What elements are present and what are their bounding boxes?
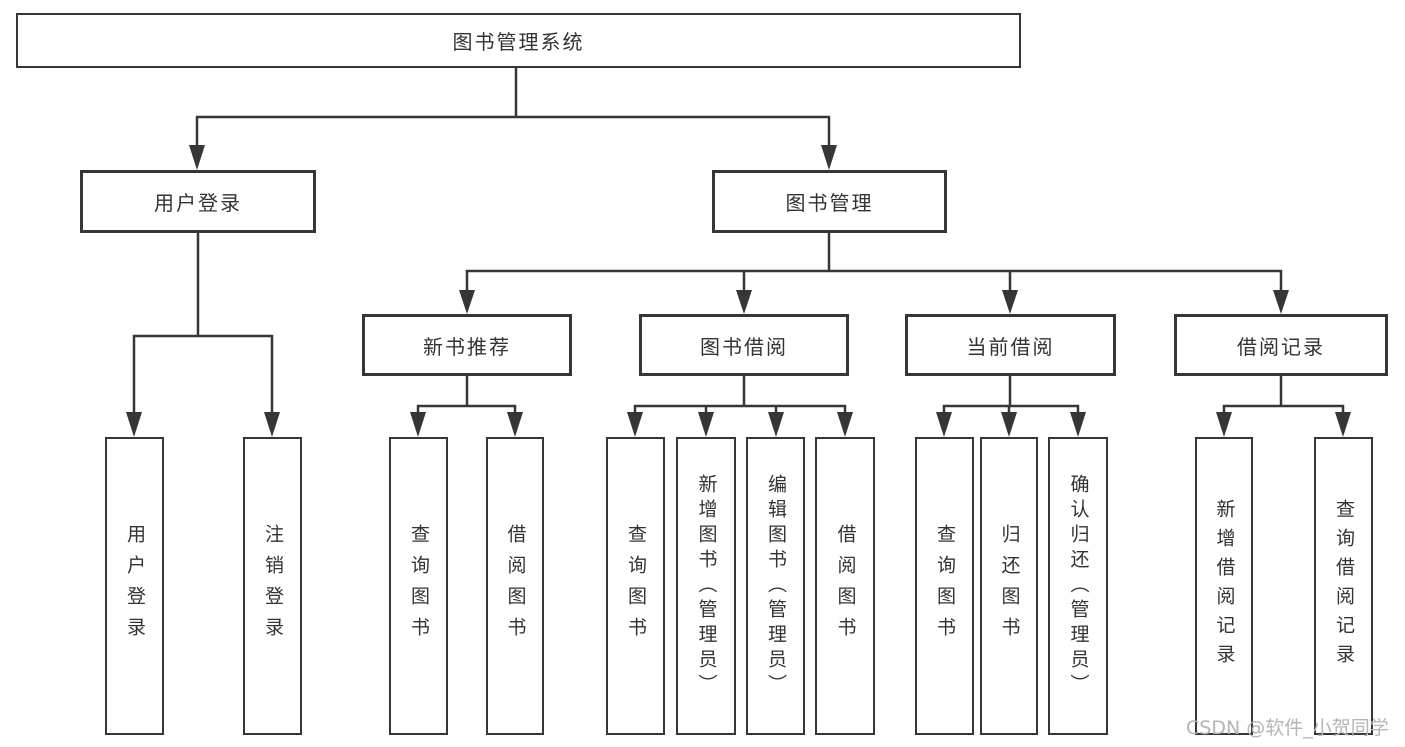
node-borrow-records: 借阅记录: [1174, 314, 1388, 376]
node-borrow-query-books: 查询图书: [606, 437, 665, 735]
node-user-login: 用户登录: [105, 437, 164, 735]
node-label: 归还图书: [998, 524, 1021, 648]
node-label: 新增图书（管理员）: [695, 473, 718, 699]
connector-borrow-records: [1216, 376, 1351, 437]
node-user-login-group: 用户登录: [80, 170, 316, 233]
node-newbook-borrow-books: 借阅图书: [486, 437, 544, 735]
node-label: 借阅记录: [1237, 334, 1325, 359]
node-current-query-books: 查询图书: [915, 437, 974, 735]
node-label: 查询图书: [408, 524, 430, 648]
node-label: 查询图书: [625, 524, 647, 648]
node-label: 查询图书: [934, 524, 956, 648]
csdn-watermark: CSDN @软件_小贺同学: [1186, 717, 1389, 739]
node-borrow-borrow-books: 借阅图书: [815, 437, 875, 735]
node-borrow-edit-books-admin: 编辑图书（管理员）: [746, 437, 805, 735]
node-book-management: 图书管理: [712, 170, 947, 233]
node-label: 当前借阅: [966, 334, 1055, 359]
node-current-return-books: 归还图书: [980, 437, 1038, 735]
node-label: 图书管理系统: [452, 30, 585, 54]
node-new-book-recommend: 新书推荐: [362, 314, 572, 376]
node-records-add-record: 新增借阅记录: [1195, 437, 1253, 735]
node-label: 借阅图书: [834, 524, 857, 648]
node-book-borrow: 图书借阅: [639, 314, 849, 376]
node-label: 注销登录: [262, 524, 284, 648]
connector-book-management: [459, 233, 1289, 314]
node-current-confirm-return-admin: 确认归还（管理员）: [1048, 437, 1108, 735]
node-label: 图书借阅: [700, 334, 788, 359]
node-label: 借阅图书: [504, 524, 527, 648]
node-newbook-query-books: 查询图书: [389, 437, 448, 735]
node-label: 用户登录: [154, 191, 242, 215]
node-label: 新增借阅记录: [1213, 499, 1236, 673]
connector-book-borrow: [627, 376, 853, 437]
node-current-borrow: 当前借阅: [905, 314, 1116, 376]
node-label: 编辑图书（管理员）: [765, 473, 787, 699]
node-logout: 注销登录: [243, 437, 302, 735]
node-label: 确认归还（管理员）: [1067, 473, 1090, 699]
node-borrow-add-books-admin: 新增图书（管理员）: [676, 437, 736, 735]
connector-current-borrow: [936, 376, 1086, 437]
node-label: 图书管理: [785, 191, 874, 215]
node-library-system: 图书管理系统: [16, 13, 1021, 68]
node-label: 新书推荐: [423, 334, 511, 359]
connector-user-login: [126, 233, 280, 437]
connector-new-book: [410, 376, 523, 437]
connector-root: [189, 68, 837, 170]
node-label: 查询借阅记录: [1333, 499, 1355, 673]
node-records-query-record: 查询借阅记录: [1314, 437, 1373, 735]
node-label: 用户登录: [124, 524, 146, 648]
